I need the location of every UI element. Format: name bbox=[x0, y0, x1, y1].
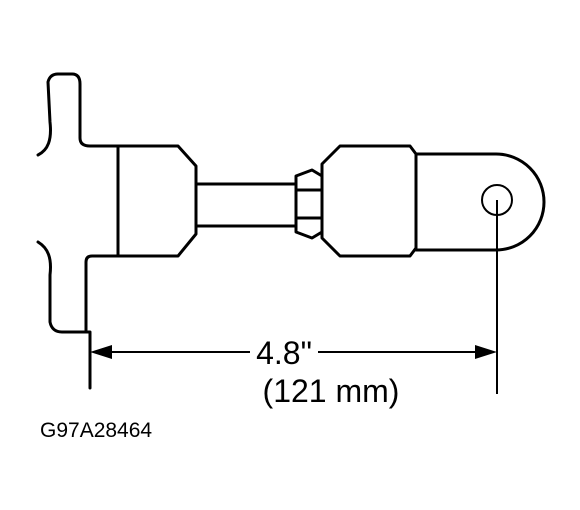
dimension-imperial: 4.8" bbox=[256, 335, 312, 371]
figure-id: G97A28464 bbox=[40, 419, 152, 442]
arrow-right-icon bbox=[475, 345, 497, 359]
base-body bbox=[116, 144, 198, 258]
clevis-housing bbox=[320, 144, 418, 258]
push-rod bbox=[194, 182, 298, 228]
clevis-end bbox=[414, 152, 546, 252]
dimension-line bbox=[90, 345, 497, 359]
adjusting-nut bbox=[294, 168, 324, 240]
arrow-left-icon bbox=[90, 345, 112, 359]
mounting-bracket bbox=[36, 72, 120, 390]
dimension-metric: (121 mm) bbox=[263, 373, 400, 409]
